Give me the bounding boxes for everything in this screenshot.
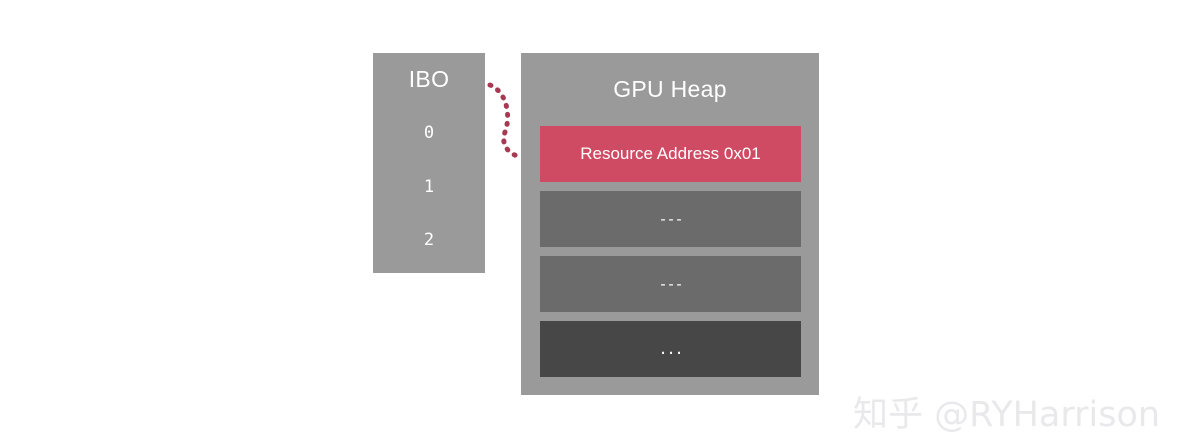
ibo-panel: IBO 0 1 2: [373, 53, 485, 273]
gpu-heap-title: GPU Heap: [613, 76, 727, 102]
gpu-heap-panel: GPU Heap Resource Address 0x01 --- --- .…: [521, 53, 819, 395]
heap-row-label: Resource Address 0x01: [580, 144, 761, 163]
watermark: 知乎 @RYHarrison: [853, 395, 1161, 435]
heap-row-empty-1: ---: [540, 191, 801, 247]
ibo-title: IBO: [408, 66, 450, 92]
ibo-index-1: 1: [423, 177, 435, 197]
heap-row-resource: Resource Address 0x01: [540, 126, 801, 182]
heap-row-more: ...: [540, 321, 801, 377]
heap-row-label: ---: [658, 275, 683, 293]
heap-row-label: ---: [658, 210, 683, 228]
heap-row-empty-2: ---: [540, 256, 801, 312]
ibo-index-0: 0: [423, 123, 435, 143]
ibo-index-2: 2: [423, 230, 435, 250]
heap-row-label: ...: [658, 340, 683, 358]
